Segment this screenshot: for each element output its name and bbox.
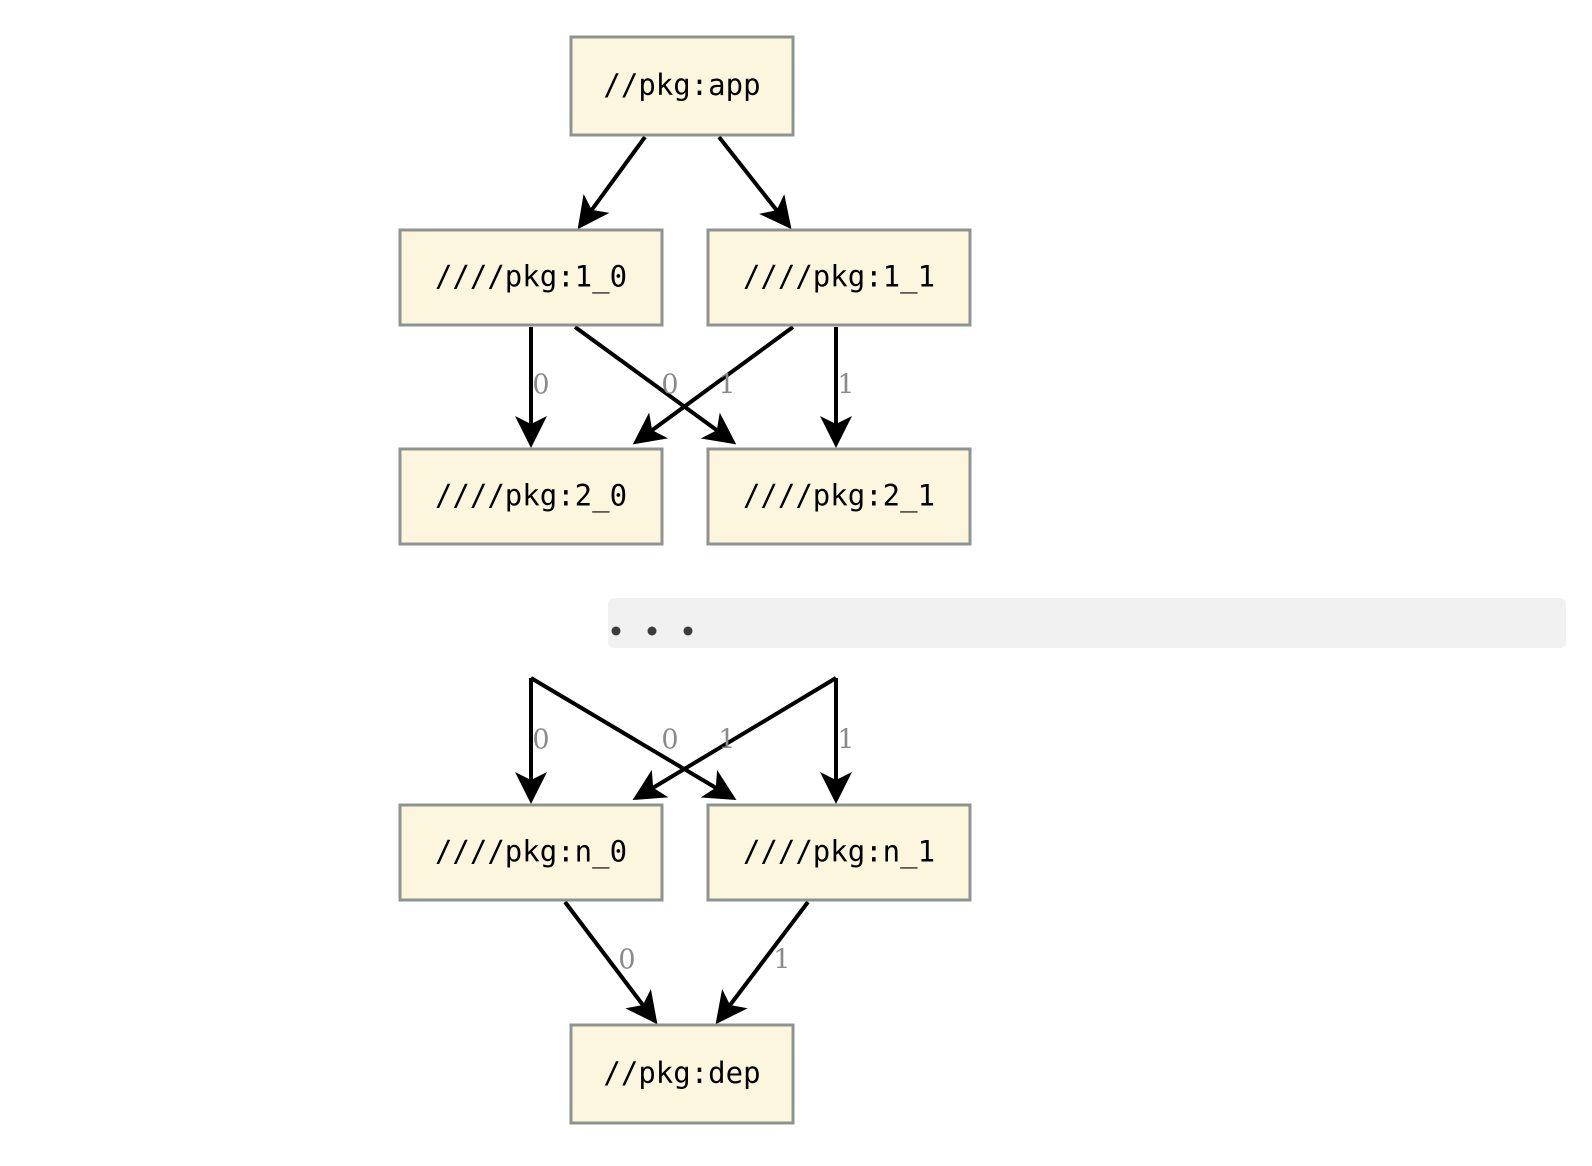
edge-label: 1 (837, 725, 854, 756)
edge-label: 0 (661, 370, 678, 401)
edge-label: 1 (718, 370, 735, 401)
ellipsis-separator (608, 598, 1566, 648)
node-label: ////pkg:n_0 (435, 835, 627, 870)
graph-edge (632, 676, 838, 801)
edge-label: 0 (661, 725, 678, 756)
ellipsis-band (608, 598, 1566, 648)
edge-label: 0 (532, 370, 549, 401)
edge-label: 1 (773, 945, 790, 976)
node-label: //pkg:app (603, 68, 760, 102)
edge-labels-layer: 0 1 0 1 0 1 0 1 0 1 (532, 370, 854, 976)
node-label: ////pkg:n_1 (743, 835, 935, 870)
node-label: ////pkg:1_0 (435, 260, 627, 295)
ellipsis-dot (647, 626, 657, 636)
edges-layer (515, 135, 852, 1025)
nodes-layer: //pkg:app ////pkg:1_0 ////pkg:1_1 ////pkg:2… (398, 35, 972, 1125)
ellipsis-dot (611, 626, 621, 636)
graph-node-n1_1[interactable]: ////pkg:1_1 (706, 228, 972, 327)
node-label: ////pkg:2_1 (743, 479, 935, 514)
graph-node-n1_0[interactable]: ////pkg:1_0 (398, 228, 664, 327)
edge-label: 1 (837, 370, 854, 401)
graph-node-app[interactable]: //pkg:app (569, 35, 795, 137)
node-box[interactable] (706, 228, 972, 327)
edge-label: 0 (618, 945, 635, 976)
node-box[interactable] (398, 803, 664, 902)
graph-node-nn_1[interactable]: ////pkg:n_1 (706, 803, 972, 902)
node-label: ////pkg:1_1 (743, 260, 935, 295)
node-label: //pkg:dep (603, 1056, 760, 1090)
graph-node-dep[interactable]: //pkg:dep (569, 1023, 795, 1125)
graph-edge (632, 325, 795, 445)
graph-edge (563, 900, 658, 1025)
graph-node-n2_1[interactable]: ////pkg:2_1 (706, 447, 972, 546)
ellipsis-dot (683, 626, 693, 636)
graph-edge (717, 135, 792, 230)
node-box[interactable] (706, 447, 972, 546)
node-box[interactable] (706, 803, 972, 902)
graph-node-n2_0[interactable]: ////pkg:2_0 (398, 447, 664, 546)
edge-label: 0 (532, 725, 549, 756)
node-box[interactable] (569, 35, 795, 137)
graph-edge (529, 676, 737, 801)
graph-edge (577, 135, 647, 230)
node-label: ////pkg:2_0 (435, 479, 627, 514)
edge-label: 1 (718, 725, 735, 756)
node-box[interactable] (398, 447, 664, 546)
graph-node-nn_0[interactable]: ////pkg:n_0 (398, 803, 664, 902)
graph-edge (715, 900, 810, 1025)
node-box[interactable] (569, 1023, 795, 1125)
node-box[interactable] (398, 228, 664, 327)
graph-edge (573, 325, 737, 445)
